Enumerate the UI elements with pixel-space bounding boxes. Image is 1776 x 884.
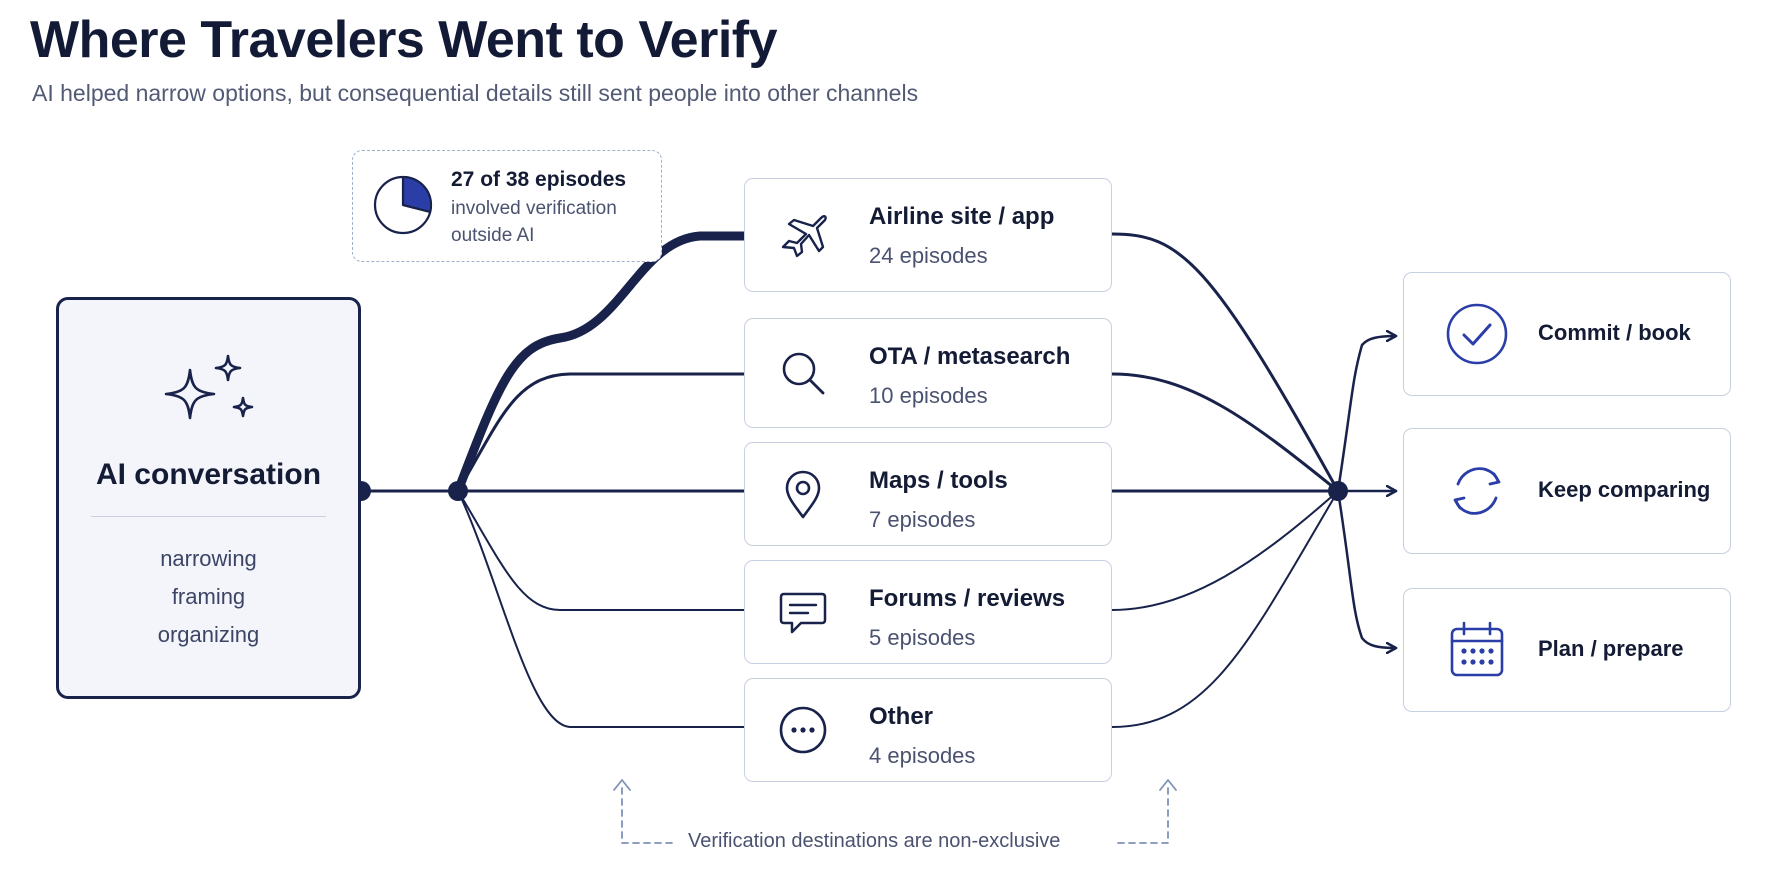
- destination-other: Other 4 episodes: [744, 678, 1112, 782]
- ai-divider: [91, 516, 326, 517]
- outcome-plan-prepare: Plan / prepare: [1403, 588, 1731, 712]
- destination-forums: Forums / reviews 5 episodes: [744, 560, 1112, 664]
- destination-name: Other: [869, 703, 934, 730]
- ai-conversation-label: AI conversation: [95, 458, 322, 491]
- connector-ota: [456, 372, 746, 493]
- connector-forums: [457, 490, 745, 611]
- destination-ota: OTA / metasearch 10 episodes: [744, 318, 1112, 428]
- right-hub-dot: [1328, 481, 1348, 501]
- connector-plan: [1336, 489, 1398, 648]
- page-subtitle: AI helped narrow options, but consequent…: [32, 80, 919, 106]
- destination-maps: Maps / tools 7 episodes: [744, 442, 1112, 546]
- outcome-label: Plan / prepare: [1538, 636, 1684, 661]
- connector-airline-out: [1110, 232, 1340, 493]
- sparkles-icon: [164, 354, 254, 420]
- refresh-icon: [1453, 467, 1501, 515]
- connector-airline: [453, 231, 749, 496]
- outcome-label: Commit / book: [1538, 320, 1691, 345]
- left-hub-dot: [448, 481, 468, 501]
- destination-airline: Airline site / app 24 episodes: [744, 178, 1112, 292]
- destination-count: 24 episodes: [869, 243, 988, 268]
- pie-edge: [401, 177, 431, 214]
- ai-role-narrowing: narrowing: [160, 546, 257, 571]
- non-exclusive-note: Verification destinations are non-exclus…: [688, 830, 1061, 852]
- connector-forums-out: [1111, 490, 1339, 611]
- destination-count: 7 episodes: [869, 507, 976, 532]
- callout-line-1: involved verification: [451, 198, 617, 219]
- destination-name: Airline site / app: [869, 203, 1055, 230]
- pie-slice: [402, 175, 432, 214]
- page-title: Where Travelers Went to Verify: [30, 11, 778, 69]
- ai-role-organizing: organizing: [157, 622, 260, 647]
- connector-ota-out: [1110, 372, 1340, 493]
- more-icon: [779, 706, 827, 754]
- chat-icon: [779, 592, 827, 634]
- connector-commit: [1336, 336, 1398, 493]
- ai-role-framing: framing: [171, 584, 246, 609]
- ai-conversation-node: AI conversation narrowing framing organi…: [56, 297, 361, 699]
- outcome-keep-comparing: Keep comparing: [1403, 428, 1731, 554]
- check-circle-icon: [1446, 303, 1508, 365]
- outcome-label: Keep comparing: [1538, 477, 1711, 502]
- connector-other: [457, 490, 745, 728]
- callout-line-2: outside AI: [451, 225, 535, 246]
- search-icon: [782, 352, 825, 395]
- outcome-commit-book: Commit / book: [1403, 272, 1731, 396]
- pie-chart-icon: [373, 175, 433, 235]
- destination-count: 4 episodes: [869, 743, 976, 768]
- destination-name: Forums / reviews: [869, 585, 1066, 612]
- connector-other-out: [1111, 490, 1339, 728]
- calendar-icon: [1450, 621, 1504, 677]
- callout-headline: 27 of 38 episodes: [451, 168, 627, 191]
- destination-name: OTA / metasearch: [869, 343, 1071, 370]
- destination-count: 5 episodes: [869, 625, 976, 650]
- verification-callout: 27 of 38 episodes involved verification …: [352, 150, 662, 262]
- destination-name: Maps / tools: [869, 467, 1008, 494]
- map-pin-icon: [785, 470, 821, 519]
- destination-count: 10 episodes: [869, 383, 988, 408]
- airplane-icon: [781, 215, 827, 258]
